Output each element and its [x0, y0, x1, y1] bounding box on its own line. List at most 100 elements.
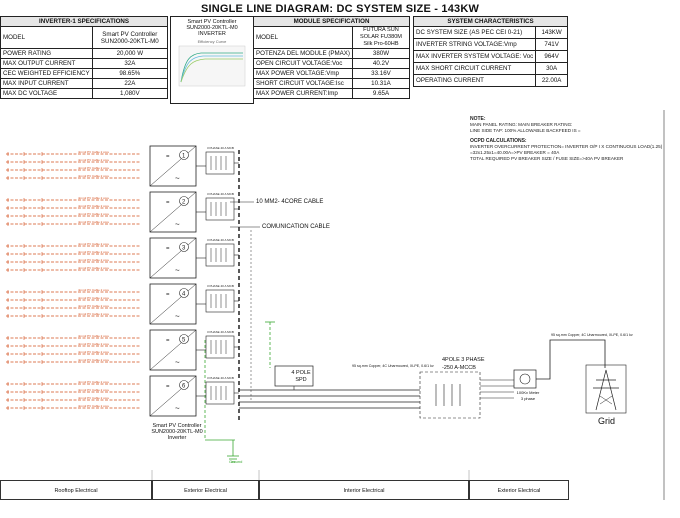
- string-cable-label: 4mm2 PV Cable 2 core: [78, 304, 109, 308]
- spec-value: 1,080V: [91, 88, 169, 99]
- notes-line: MAIN PANEL RATING: MAIN BREAKER RATING:: [470, 122, 573, 127]
- spd-line-2: SPD: [295, 377, 307, 383]
- mccb-line-1: 4POLE 3 PHASE: [442, 357, 485, 363]
- dc-symbol: =: [166, 338, 170, 344]
- string-cable-label: 4mm2 PV Cable 2 core: [78, 166, 109, 170]
- inverter-number-circle: [179, 150, 189, 160]
- ac-symbol: ~: [175, 220, 180, 229]
- notes-line: INVERTER OVERCURRENT PROTECTION= INVERTE…: [470, 144, 663, 149]
- spd-label: 4 POLE SPD: [291, 370, 311, 384]
- feeder-cable-label-2: 95 sq.mm Copper, 4C Unarmoured, XLPE, 0.…: [551, 333, 633, 337]
- mccb-box: [419, 371, 481, 419]
- controller-line-2: SUN2000-20KTL-M0: [186, 25, 238, 31]
- inverter-number: 1: [182, 154, 186, 160]
- breaker-box: [205, 151, 235, 175]
- inverter-diagonal: [149, 191, 197, 233]
- controller-box: Smart PV Controller SUN2000-20KTL-M0 INV…: [170, 16, 254, 104]
- notes-block: NOTE: MAIN PANEL RATING: MAIN BREAKER RA…: [470, 116, 680, 162]
- tower-icon: [595, 369, 617, 411]
- inverter-number-circle: [179, 288, 189, 298]
- notes-line: LINE SIDE TAP: 100% ALLOWABLE BACKFEED I…: [470, 128, 581, 133]
- grid-frame: [585, 364, 627, 414]
- string-cable-label: 4mm2 PV Cable 2 core: [78, 174, 109, 178]
- inverter-diagonal: [149, 375, 197, 417]
- string-cable-label: 4mm2 PV Cable 2 core: [78, 358, 109, 362]
- efficiency-line-1: [180, 52, 243, 83]
- dc-symbol: =: [166, 200, 170, 206]
- inverter-model-line-1: Smart PV Controller: [152, 423, 202, 429]
- string-cable-label: 4mm2 PV Cable 2 core: [78, 266, 109, 270]
- inverter-number-circle: [179, 196, 189, 206]
- page-title: SINGLE LINE DIAGRAM: DC SYSTEM SIZE - 14…: [200, 3, 480, 15]
- dc-symbol: =: [166, 246, 170, 252]
- comm-cable-label: COMUNICATION CABLE: [262, 224, 330, 230]
- spec-value: 22.00A: [535, 74, 568, 87]
- inverter-number: 4: [182, 292, 186, 298]
- string-cable-label: 4mm2 PV Cable 2 core: [78, 296, 109, 300]
- ground-label: Ground: [229, 459, 243, 464]
- grid-label: Grid: [598, 416, 616, 426]
- string-cable-label: 4mm2 PV Cable 2 core: [78, 404, 109, 408]
- string-cable-label: 4mm2 PV Cable 2 core: [78, 158, 109, 162]
- efficiency-line-3: [180, 58, 243, 83]
- notes-heading: NOTE:: [470, 116, 486, 122]
- breaker-label: 3 PHASE 40 A MCB: [207, 192, 234, 196]
- string-cable-label: 4mm2 PV Cable 2 core: [78, 204, 109, 208]
- inverter-model-line-3: Inverter: [167, 435, 187, 441]
- inverter-model-line-2: SUN2000-20KTL-M0: [151, 429, 203, 435]
- inverter-diagonal: [149, 329, 197, 371]
- spec-label: OPERATING CURRENT: [412, 74, 537, 87]
- spec-value: 9.65A: [351, 88, 411, 99]
- inverter-diagonal: [149, 283, 197, 325]
- inverter-number: 2: [182, 200, 186, 206]
- mccb-line-2: -250 A-MCCB: [442, 365, 476, 371]
- ac-symbol: ~: [175, 266, 180, 275]
- string-cable-label: 4mm2 PV Cable 2 core: [78, 350, 109, 354]
- tower-icon: [599, 395, 613, 405]
- breaker-label: 3 PHASE 40 A MCB: [207, 376, 234, 380]
- string-cable-label: 4mm2 PV Cable 2 core: [78, 342, 109, 346]
- footer-zone-interior: Interior Electrical: [259, 480, 469, 500]
- string-cable-label: 4mm2 PV Cable 2 core: [78, 380, 109, 384]
- breaker-label: 3 PHASE 40 A MCB: [207, 284, 234, 288]
- efficiency-caption: Efficiency Curve: [197, 39, 227, 44]
- breaker-label: 3 PHASE 40 A MCB: [207, 238, 234, 242]
- string-cable-label: 4mm2 PV Cable 2 core: [78, 220, 109, 224]
- breaker-box: [205, 243, 235, 267]
- breaker-box: [205, 289, 235, 313]
- inverter-number-circle: [179, 242, 189, 252]
- string-cable-label: 4mm2 PV Cable 2 core: [78, 250, 109, 254]
- ac-symbol: ~: [175, 174, 180, 183]
- breaker-box: [205, 335, 235, 359]
- string-cable-label: 4mm2 PV Cable 2 core: [78, 388, 109, 392]
- controller-line-1: Smart PV Controller: [187, 19, 237, 25]
- feeder-cable-label-1: 95 sq.mm Copper, 4C Unarmoured, XLPE, 0.…: [352, 364, 434, 368]
- meter-label: 100Kv Meter 3 phase: [514, 390, 542, 402]
- inverter-model-label: Smart PV Controller SUN2000-20KTL-M0 Inv…: [142, 423, 212, 441]
- inverter-number: 6: [182, 384, 186, 390]
- inverter-diagonal: [149, 145, 197, 187]
- ocpd-heading: OCPD CALCULATIONS:: [470, 138, 527, 144]
- string-cable-label: 4mm2 PV Cable 2 core: [78, 196, 109, 200]
- string-cable-label: 4mm2 PV Cable 2 core: [78, 212, 109, 216]
- inverter-diagonal: [149, 237, 197, 279]
- string-cable-label: 4mm2 PV Cable 2 core: [78, 288, 109, 292]
- system-char-table: SYSTEM CHARACTERISTICS DC SYSTEM SIZE (A…: [412, 16, 568, 87]
- inverter-number-circle: [179, 334, 189, 344]
- ac-symbol: ~: [175, 358, 180, 367]
- spd-line-1: 4 POLE: [291, 370, 311, 376]
- footer-zone-exterior-1: Exterior Electrical: [152, 480, 259, 500]
- string-cable-label: 4mm2 PV Cable 2 core: [78, 312, 109, 316]
- dc-symbol: =: [166, 154, 170, 160]
- string-cable-label: 4mm2 PV Cable 2 core: [78, 396, 109, 400]
- string-cable-label: 4mm2 PV Cable 2 core: [78, 258, 109, 262]
- breaker-label: 3 PHASE 40 A MCB: [207, 330, 234, 334]
- feeder-to-grid: [536, 339, 606, 380]
- inverter-number: 5: [182, 338, 186, 344]
- cable-10mm-label: 10 MM2- 4CORE CABLE: [256, 199, 324, 205]
- inverter-number: 3: [182, 246, 186, 252]
- meter-dial: [519, 373, 531, 385]
